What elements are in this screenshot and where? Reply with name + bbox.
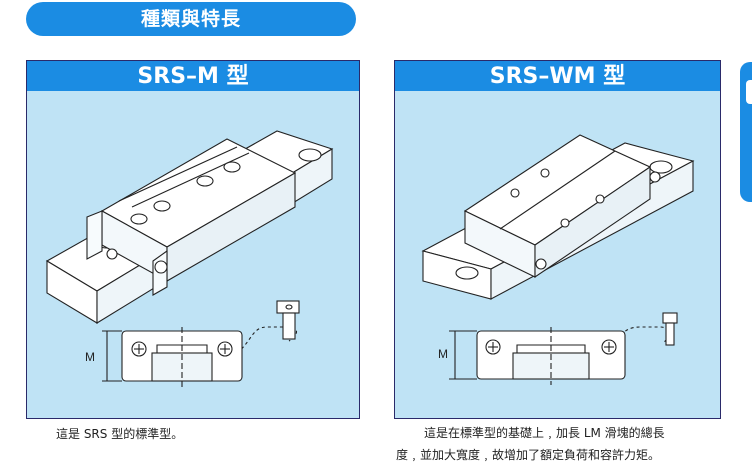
srs-m-drawing: M (45, 130, 334, 387)
caption-srs-wm-line2: 度﹐並加大寬度﹐故增加了額定負荷和容許力矩。 (396, 448, 661, 462)
section-header: 種類與特長 (26, 2, 356, 36)
right-edge-notch (746, 80, 752, 104)
panel-srs-m: SRS–M 型 (26, 60, 360, 419)
panel-title-srs-m: SRS–M 型 (27, 61, 359, 91)
caption-srs-m: 這是 SRS 型的標準型。 (56, 427, 184, 441)
caption-srs-wm-line1: 這是在標準型的基礎上﹐加長 LM 滑塊的總長 (424, 426, 665, 440)
panel-srs-wm: SRS–WM 型 (394, 60, 721, 419)
dimension-label-m: M (85, 350, 95, 364)
panel-title-srs-wm: SRS–WM 型 (395, 61, 720, 91)
srs-wm-drawing: M (421, 134, 695, 385)
dimension-label-m: M (438, 347, 448, 361)
